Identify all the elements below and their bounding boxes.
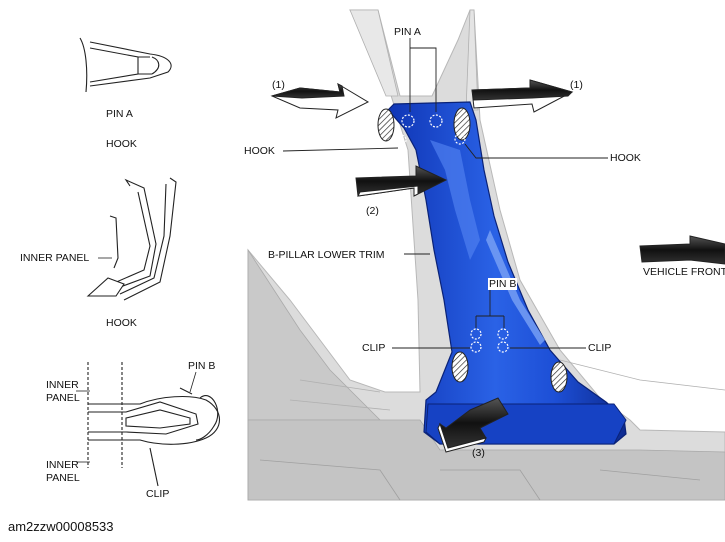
main-hook-right: HOOK bbox=[610, 152, 641, 164]
main-pin-a-label: PIN A bbox=[392, 26, 423, 38]
main-step3: (3) bbox=[472, 447, 485, 459]
left-pin-a-label: PIN A bbox=[106, 108, 133, 120]
left-inner-panel-upper-1: INNER bbox=[46, 379, 79, 391]
arrow-step2 bbox=[355, 165, 448, 197]
left-inner-panel-lower-1: INNER bbox=[46, 459, 79, 471]
main-pin-b-label: PIN B bbox=[488, 278, 518, 290]
left-hook-label-top: HOOK bbox=[106, 138, 137, 150]
main-clip-left: CLIP bbox=[362, 342, 386, 354]
arrow-vehicle-front bbox=[639, 235, 725, 265]
left-inner-panel-label: INNER PANEL bbox=[20, 252, 90, 264]
left-hook-label-mid: HOOK bbox=[106, 317, 137, 329]
clip-detail bbox=[87, 362, 221, 487]
left-inner-panel-upper-2: PANEL bbox=[46, 392, 80, 404]
left-inner-panel-lower-2: PANEL bbox=[46, 472, 80, 484]
left-clip-label: CLIP bbox=[146, 488, 170, 500]
main-step1-right: (1) bbox=[570, 79, 583, 91]
pin-markers bbox=[395, 114, 509, 353]
main-hook-left: HOOK bbox=[244, 145, 275, 157]
arrow-step3 bbox=[437, 397, 509, 453]
hook-detail bbox=[86, 177, 177, 301]
left-leaders bbox=[76, 257, 197, 463]
figure-code: am2zzw00008533 bbox=[8, 519, 114, 534]
left-pin-b-label: PIN B bbox=[188, 360, 216, 372]
hatched-hook-marks bbox=[377, 107, 568, 393]
pin-a-detail bbox=[79, 37, 172, 93]
arrow-step1-right bbox=[471, 79, 574, 113]
main-leaders bbox=[282, 38, 608, 349]
main-clip-right: CLIP bbox=[588, 342, 612, 354]
main-step2: (2) bbox=[366, 205, 379, 217]
main-vehicle-front: VEHICLE FRONT bbox=[643, 266, 725, 278]
arrow-step1-left bbox=[270, 82, 370, 119]
main-step1-left: (1) bbox=[272, 79, 285, 91]
main-trim-label: B-PILLAR LOWER TRIM bbox=[268, 249, 385, 261]
